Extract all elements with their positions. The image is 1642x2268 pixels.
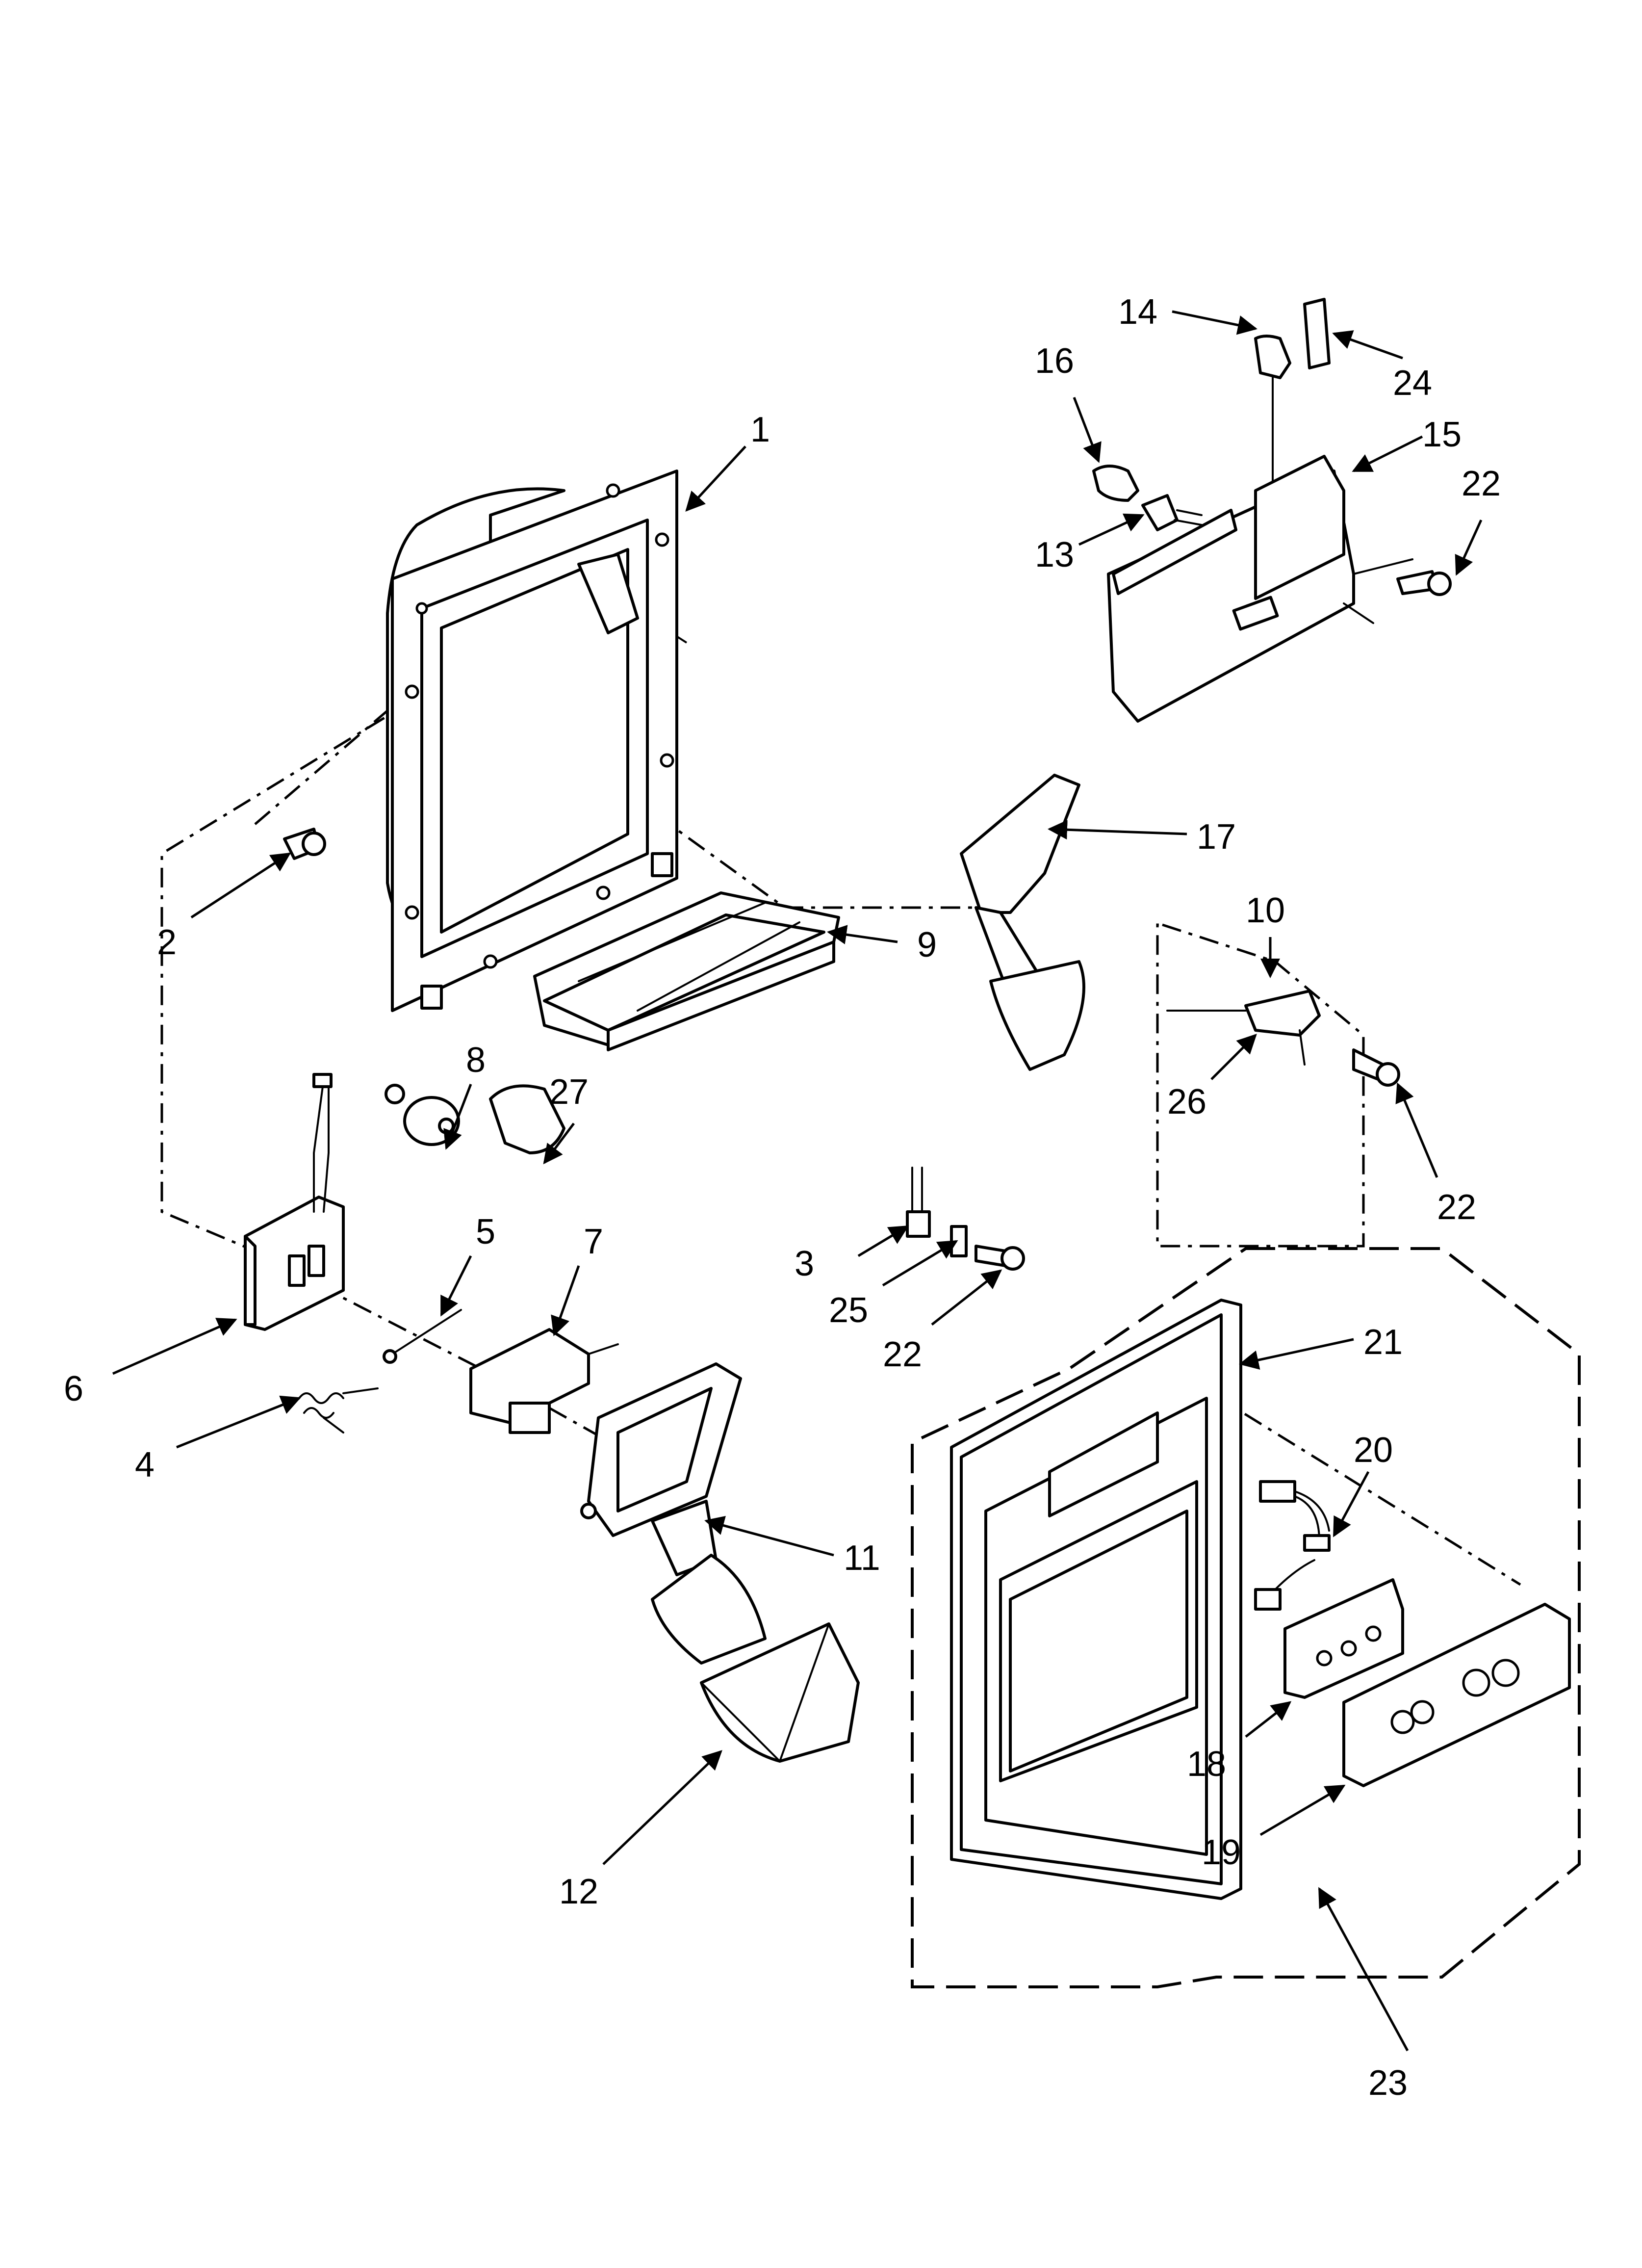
part-8-actuator xyxy=(385,1084,460,1146)
part-2-screw xyxy=(283,828,326,860)
part-3-clip xyxy=(906,1167,931,1238)
callout-labels: 1 2 3 4 5 6 7 8 9 10 11 12 13 14 15 16 1… xyxy=(64,292,1501,2103)
part-4-spring xyxy=(298,1387,379,1434)
part-20-wire-harness xyxy=(1254,1480,1331,1611)
part-13-socket xyxy=(1141,494,1203,531)
callout-7: 7 xyxy=(584,1222,603,1261)
callout-9: 9 xyxy=(917,925,937,965)
part-22-screw-middle xyxy=(1352,1048,1400,1087)
callout-20: 20 xyxy=(1354,1431,1393,1470)
callout-3: 3 xyxy=(795,1244,814,1283)
callout-16: 16 xyxy=(1035,341,1074,381)
callout-10: 10 xyxy=(1246,891,1285,930)
part-18-control-board xyxy=(1283,1578,1404,1699)
part-27-cover xyxy=(489,1084,565,1154)
callout-18: 18 xyxy=(1187,1745,1226,1784)
part-14-switch xyxy=(1254,335,1291,492)
callout-26: 26 xyxy=(1167,1082,1206,1121)
part-24-cover xyxy=(1303,298,1331,369)
callout-15: 15 xyxy=(1422,415,1462,454)
part-16-lamp xyxy=(1092,465,1139,502)
callout-22-top: 22 xyxy=(1462,464,1501,503)
group-23-outline xyxy=(911,1247,1581,1988)
ref-line-panel-to-control xyxy=(1210,1392,1521,1586)
ref-line-housing-to-switch xyxy=(160,676,452,1252)
callout-8: 8 xyxy=(466,1041,486,1080)
part-22-screw-top xyxy=(1396,570,1452,596)
part-12-ice-chute xyxy=(700,1622,860,1763)
ref-line-lever-cradle xyxy=(548,1407,629,1454)
callout-4: 4 xyxy=(135,1445,154,1485)
callout-22-middle: 22 xyxy=(1437,1188,1476,1227)
part-5-shaft xyxy=(383,1309,462,1364)
ref-line-shaft xyxy=(318,1284,491,1375)
callout-11: 11 xyxy=(844,1538,880,1578)
part-6-switch-module xyxy=(244,1073,345,1331)
callout-25: 25 xyxy=(829,1291,868,1330)
callout-23: 23 xyxy=(1368,2063,1408,2103)
callout-1: 1 xyxy=(750,410,770,449)
callout-6: 6 xyxy=(64,1369,83,1408)
callout-27: 27 xyxy=(549,1072,589,1112)
callout-22-lower: 22 xyxy=(883,1335,922,1374)
part-7-hinge xyxy=(469,1328,619,1434)
part-1-dispenser-housing xyxy=(386,469,678,1012)
part-26-lever-arm xyxy=(1166,990,1321,1066)
callout-24: 24 xyxy=(1393,364,1432,403)
part-25-shim xyxy=(950,1225,968,1257)
part-11-ice-lever xyxy=(580,1362,767,1665)
callout-5: 5 xyxy=(476,1212,495,1251)
callout-12: 12 xyxy=(559,1872,598,1911)
callout-13: 13 xyxy=(1035,535,1074,574)
part-17-water-lever xyxy=(960,774,1085,1071)
part-21-front-panel xyxy=(950,1299,1242,1900)
callout-21: 21 xyxy=(1363,1323,1403,1362)
leader-lines xyxy=(112,310,1483,2052)
part-22-screw-lower xyxy=(975,1245,1025,1271)
callout-19: 19 xyxy=(1202,1833,1241,1872)
callout-17: 17 xyxy=(1197,817,1236,857)
part-19-decal xyxy=(1342,1603,1571,1787)
callout-2: 2 xyxy=(157,923,177,962)
part-15-bracket xyxy=(1107,455,1413,723)
callout-14: 14 xyxy=(1118,292,1157,332)
